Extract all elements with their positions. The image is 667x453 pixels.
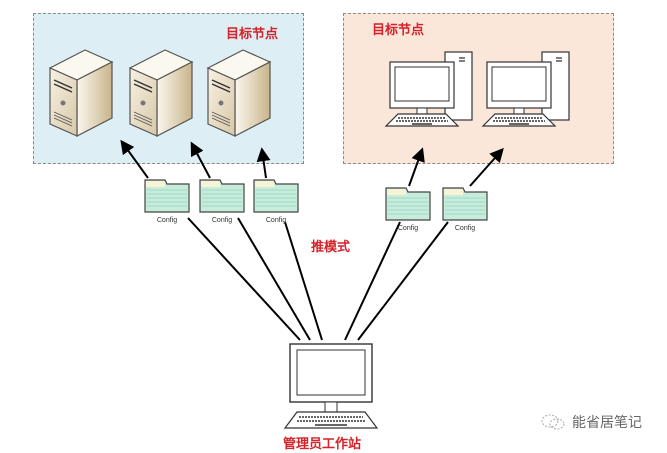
push-mode-label: 推模式 [311, 240, 351, 255]
connection-line [237, 217, 311, 341]
config-folder-icon: Config [144, 179, 190, 224]
push-arrow [120, 139, 149, 179]
config-folder-icon: Config [253, 179, 299, 224]
push-connections [120, 139, 504, 341]
connection-line [284, 221, 323, 341]
config-label: Config [398, 225, 418, 232]
server-icon [128, 49, 194, 137]
admin-workstation-label: 管理员工作站 [283, 437, 362, 452]
desktop-group-label: 目标节点 [372, 23, 425, 38]
push-arrow [469, 147, 504, 187]
server-icon [48, 49, 114, 137]
config-folder-icon: Config [442, 187, 488, 232]
desktop-computer-icon [384, 51, 473, 127]
server-icon [206, 49, 272, 137]
admin-workstation-icon [283, 343, 379, 429]
wechat-icon [541, 414, 565, 430]
connection-line [344, 221, 401, 341]
push-arrow [190, 141, 211, 179]
push-arrow [256, 147, 271, 179]
push-arrow [408, 147, 425, 187]
config-folder-icon: Config [199, 179, 245, 224]
watermark-text: 能省居笔记 [572, 415, 642, 431]
config-label: Config [212, 217, 232, 224]
server-group-label: 目标节点 [226, 27, 279, 42]
connection-line [357, 221, 449, 341]
watermark: 能省居笔记 [540, 412, 642, 432]
desktop-computer-icon [481, 51, 570, 127]
config-label: Config [157, 217, 177, 224]
config-label: Config [266, 217, 286, 224]
config-label: Config [455, 225, 475, 232]
connection-line [187, 217, 301, 341]
config-folder-icon: Config [385, 187, 431, 232]
